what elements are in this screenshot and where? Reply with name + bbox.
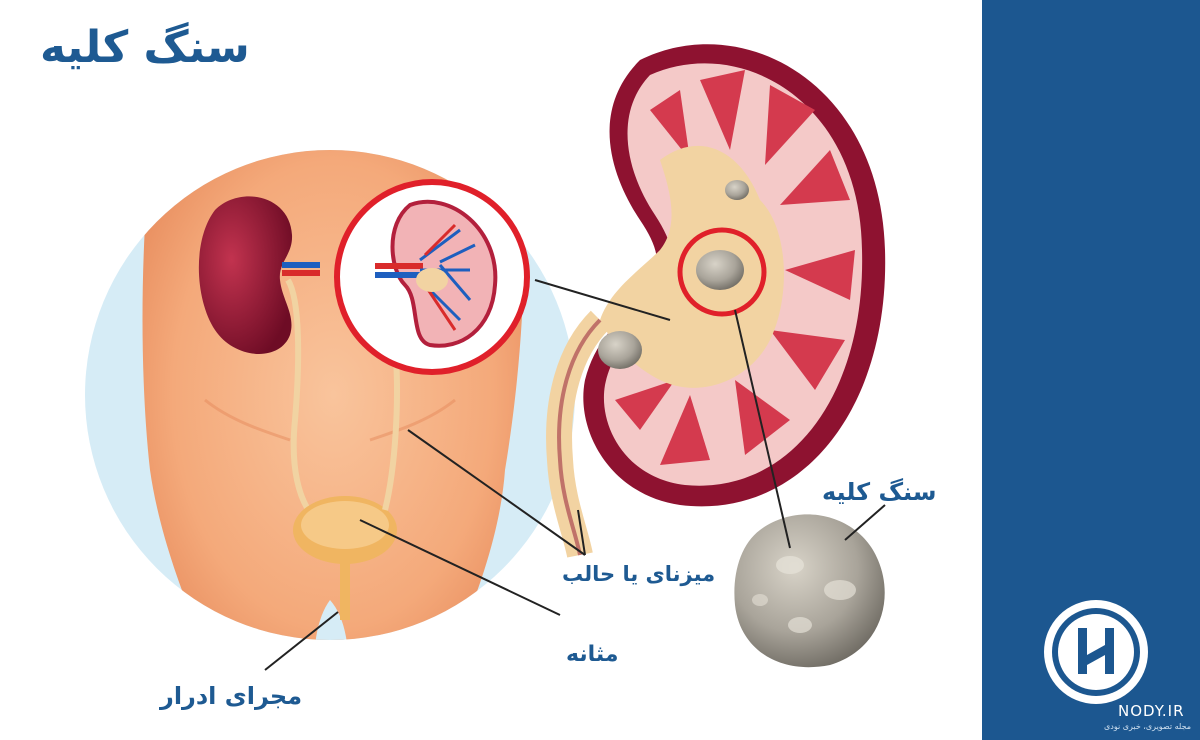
label-kidney-stone: سنگ کلیه — [822, 478, 937, 506]
logo-tagline: مجله تصویری، خبری نودی — [1104, 722, 1192, 731]
page-title: سنگ کلیه — [40, 22, 250, 73]
leader-bladder — [359, 519, 561, 616]
bladder — [293, 344, 400, 620]
leader-magnify — [534, 279, 671, 321]
leader-urethra — [264, 611, 339, 671]
side-panel — [982, 0, 1200, 740]
leader-lines — [264, 279, 886, 671]
label-bladder: مثانه — [566, 642, 619, 667]
leader-stone — [844, 504, 886, 541]
left-kidney — [198, 196, 320, 517]
leader-ureter-body — [407, 429, 586, 556]
label-ureter: میزنای یا حالب — [562, 562, 716, 586]
label-urethra: مجرای ادرار — [160, 682, 303, 710]
leader-ureter-kidney — [577, 509, 586, 556]
large-kidney — [546, 44, 886, 558]
logo-site-name: NODY.IR — [1118, 702, 1185, 720]
leader-stone-inner — [734, 309, 791, 549]
brand-logo-icon — [1044, 600, 1148, 704]
kidney-stone-large — [734, 514, 885, 668]
magnified-kidney-circle — [334, 179, 530, 375]
